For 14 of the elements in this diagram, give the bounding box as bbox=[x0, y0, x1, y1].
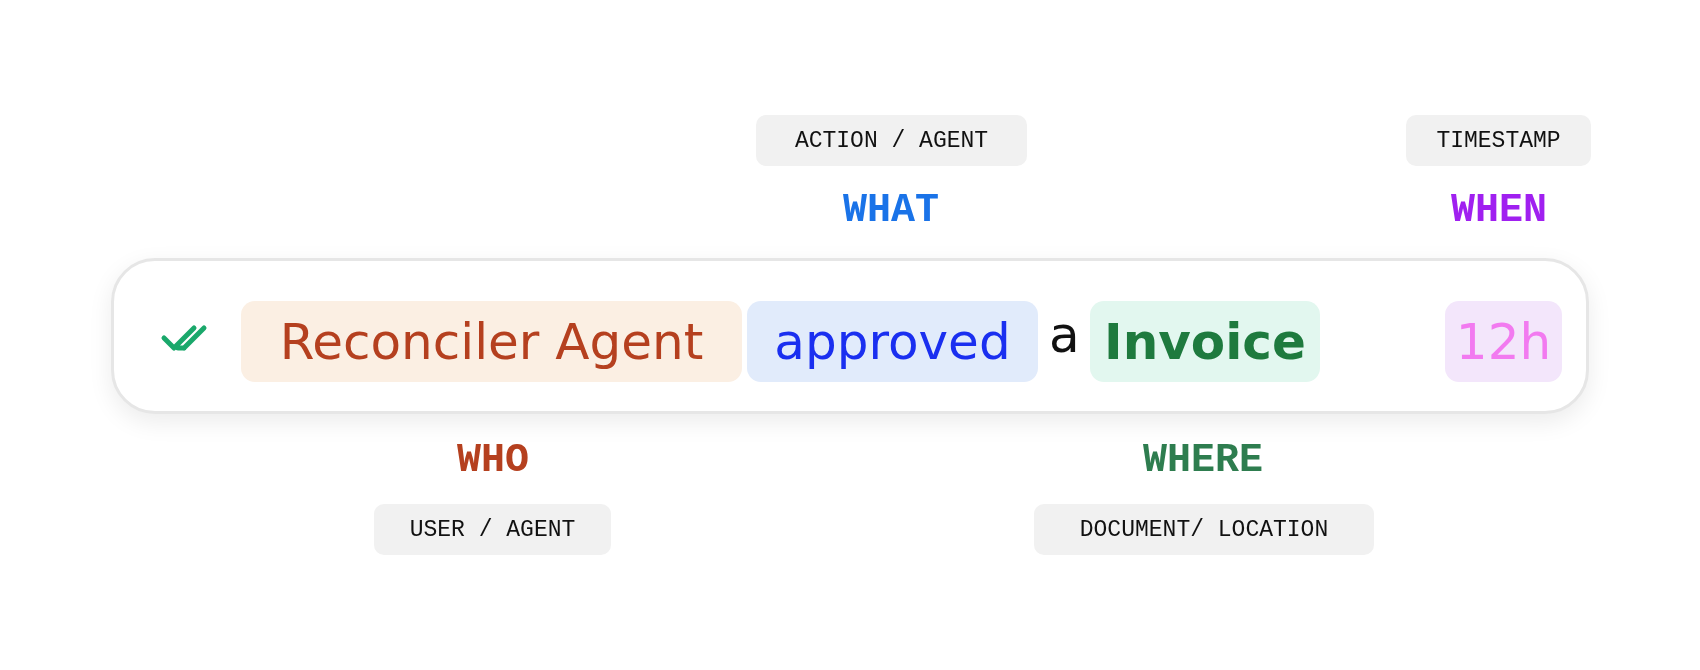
category-tag: DOCUMENT/ LOCATION bbox=[1034, 504, 1374, 555]
category-heading: WHAT bbox=[843, 188, 939, 233]
activity-card bbox=[111, 258, 1589, 414]
category-tag: ACTION / AGENT bbox=[756, 115, 1027, 166]
time-chip: 12h bbox=[1445, 301, 1562, 382]
object-chip: Invoice bbox=[1090, 301, 1320, 382]
sentence-word: a bbox=[1049, 306, 1080, 364]
actor-chip: Reconciler Agent bbox=[241, 301, 742, 382]
category-tag: USER / AGENT bbox=[374, 504, 611, 555]
category-heading: WHERE bbox=[1143, 438, 1263, 483]
category-heading: WHO bbox=[457, 438, 529, 483]
action-chip: approved bbox=[747, 301, 1038, 382]
category-heading: WHEN bbox=[1451, 188, 1547, 233]
category-tag: TIMESTAMP bbox=[1406, 115, 1591, 166]
